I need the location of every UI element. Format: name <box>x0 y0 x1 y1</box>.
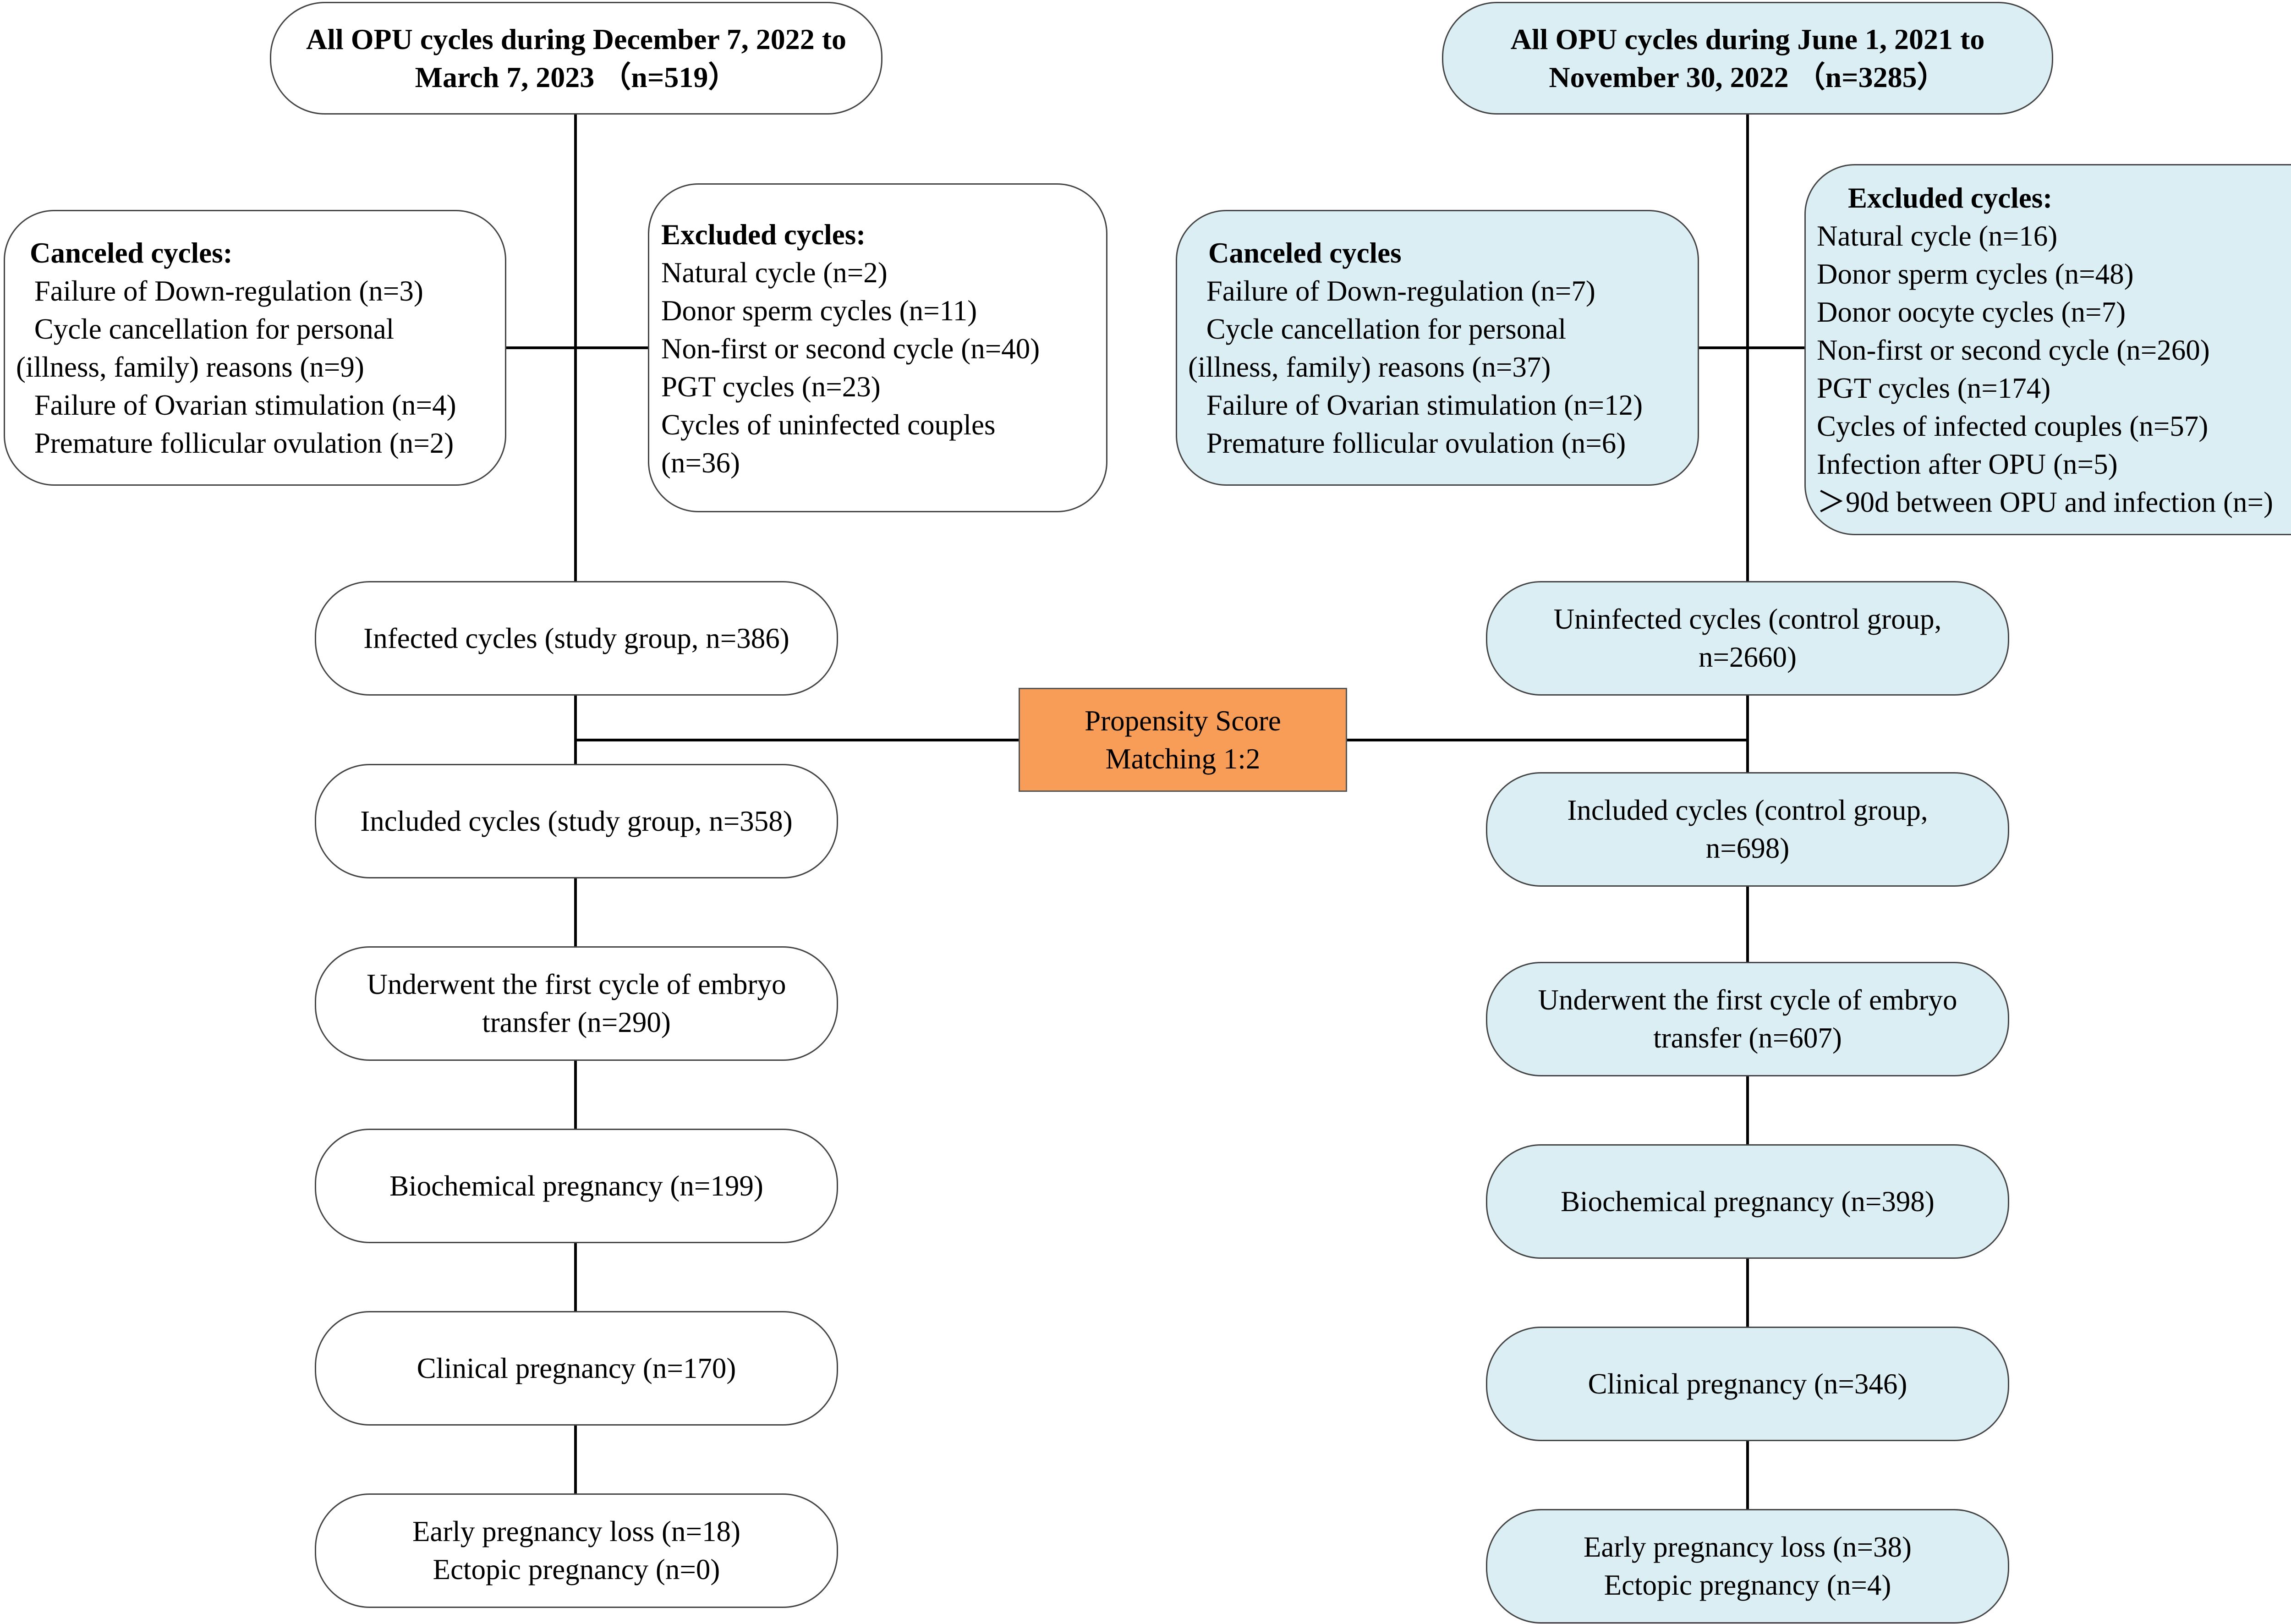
right-canceled-item: Failure of Ovarian stimulation (n=12) <box>1199 389 1643 421</box>
left-excluded-box: Excluded cycles: Natural cycle (n=2) Don… <box>648 183 1107 512</box>
right-excluded-item: ＞90d between OPU and infection (n=) <box>1817 486 2274 518</box>
right-top-box: All OPU cycles during June 1, 2021 to No… <box>1442 2 2053 115</box>
right-top-line2: November 30, 2022 （n=3285） <box>1549 61 1946 93</box>
left-excluded-item: Donor sperm cycles (n=11) <box>661 295 977 327</box>
right-branch-line <box>1698 346 1806 349</box>
right-excluded-item: Natural cycle (n=16) <box>1817 220 2058 252</box>
left-canceled-item: (illness, family) reasons (n=9) <box>16 351 364 383</box>
psm-connector-left <box>575 739 1020 741</box>
right-step-line: Biochemical pregnancy (n=398) <box>1561 1185 1935 1218</box>
right-canceled-box: Canceled cycles Failure of Down-regulati… <box>1176 210 1699 486</box>
left-top-line2: March 7, 2023 （n=519） <box>415 61 738 93</box>
left-step-line: Included cycles (study group, n=358) <box>360 805 793 837</box>
right-canceled-item: (illness, family) reasons (n=37) <box>1188 351 1551 383</box>
left-step-outcome: Early pregnancy loss (n=18) Ectopic preg… <box>315 1493 838 1608</box>
right-step-line: Clinical pregnancy (n=346) <box>1588 1367 1907 1400</box>
right-excluded-title: Excluded cycles: <box>1848 182 2053 214</box>
psm-line2: Matching 1:2 <box>1105 742 1261 775</box>
right-step-line: n=2660) <box>1698 641 1797 673</box>
right-excluded-box: Excluded cycles: Natural cycle (n=16) Do… <box>1804 164 2291 535</box>
left-step-biochemical: Biochemical pregnancy (n=199) <box>315 1129 838 1243</box>
propensity-score-matching-box: Propensity Score Matching 1:2 <box>1019 688 1347 792</box>
left-step-infected: Infected cycles (study group, n=386) <box>315 581 838 696</box>
right-top-line1: All OPU cycles during June 1, 2021 to <box>1510 23 1985 55</box>
right-excluded-item: PGT cycles (n=174) <box>1817 372 2051 404</box>
left-canceled-box: Canceled cycles: Failure of Down-regulat… <box>4 210 506 486</box>
left-step-transfer: Underwent the first cycle of embryo tran… <box>315 946 838 1061</box>
left-canceled-item: Failure of Down-regulation (n=3) <box>27 275 423 307</box>
right-step-biochemical: Biochemical pregnancy (n=398) <box>1486 1144 2009 1259</box>
left-excluded-item: (n=36) <box>661 447 740 479</box>
right-excluded-item: Donor sperm cycles (n=48) <box>1817 258 2134 290</box>
left-canceled-title: Canceled cycles: <box>30 237 233 269</box>
left-step-line: Ectopic pregnancy (n=0) <box>433 1553 720 1586</box>
right-step-line: Ectopic pregnancy (n=4) <box>1604 1569 1891 1601</box>
left-step-line: Underwent the first cycle of embryo <box>367 968 786 1000</box>
right-step-line: Uninfected cycles (control group, <box>1553 603 1942 635</box>
left-excluded-item: Natural cycle (n=2) <box>661 257 888 289</box>
left-top-line1: All OPU cycles during December 7, 2022 t… <box>306 23 847 55</box>
right-canceled-title: Canceled cycles <box>1208 237 1402 269</box>
left-excluded-item: Cycles of uninfected couples <box>661 409 996 441</box>
right-excluded-item: Non-first or second cycle (n=260) <box>1817 334 2210 366</box>
psm-connector-right <box>1346 739 1748 741</box>
left-step-line: Biochemical pregnancy (n=199) <box>389 1169 763 1202</box>
left-step-clinical: Clinical pregnancy (n=170) <box>315 1311 838 1426</box>
left-step-line: Clinical pregnancy (n=170) <box>417 1352 736 1384</box>
right-step-line: n=698) <box>1705 832 1790 864</box>
left-step-included: Included cycles (study group, n=358) <box>315 764 838 878</box>
right-step-line: Early pregnancy loss (n=38) <box>1583 1531 1912 1563</box>
right-step-outcome: Early pregnancy loss (n=38) Ectopic preg… <box>1486 1509 2009 1624</box>
left-canceled-item: Premature follicular ovulation (n=2) <box>27 427 454 459</box>
right-excluded-item: Infection after OPU (n=5) <box>1817 448 2118 480</box>
left-step-line: Early pregnancy loss (n=18) <box>412 1515 741 1547</box>
left-step-line: Infected cycles (study group, n=386) <box>363 622 789 654</box>
psm-line1: Propensity Score <box>1085 704 1281 737</box>
left-canceled-item: Failure of Ovarian stimulation (n=4) <box>27 389 456 421</box>
right-step-included: Included cycles (control group, n=698) <box>1486 772 2009 887</box>
right-canceled-item: Premature follicular ovulation (n=6) <box>1199 427 1626 459</box>
right-step-line: Included cycles (control group, <box>1567 794 1928 826</box>
right-step-clinical: Clinical pregnancy (n=346) <box>1486 1327 2009 1441</box>
right-excluded-item: Donor oocyte cycles (n=7) <box>1817 296 2126 328</box>
right-canceled-item: Cycle cancellation for personal <box>1199 313 1567 345</box>
left-step-line: transfer (n=290) <box>482 1006 671 1038</box>
right-step-line: transfer (n=607) <box>1653 1022 1842 1054</box>
left-excluded-item: PGT cycles (n=23) <box>661 371 881 403</box>
left-canceled-item: Cycle cancellation for personal <box>27 313 395 345</box>
right-step-transfer: Underwent the first cycle of embryo tran… <box>1486 962 2009 1076</box>
left-top-box: All OPU cycles during December 7, 2022 t… <box>270 2 882 115</box>
right-step-line: Underwent the first cycle of embryo <box>1538 984 1957 1016</box>
right-excluded-item: Cycles of infected couples (n=57) <box>1817 410 2209 442</box>
left-branch-line <box>505 346 649 349</box>
left-excluded-title: Excluded cycles: <box>661 219 866 251</box>
right-canceled-item: Failure of Down-regulation (n=7) <box>1199 275 1595 307</box>
right-step-uninfected: Uninfected cycles (control group, n=2660… <box>1486 581 2009 696</box>
left-excluded-item: Non-first or second cycle (n=40) <box>661 333 1040 365</box>
